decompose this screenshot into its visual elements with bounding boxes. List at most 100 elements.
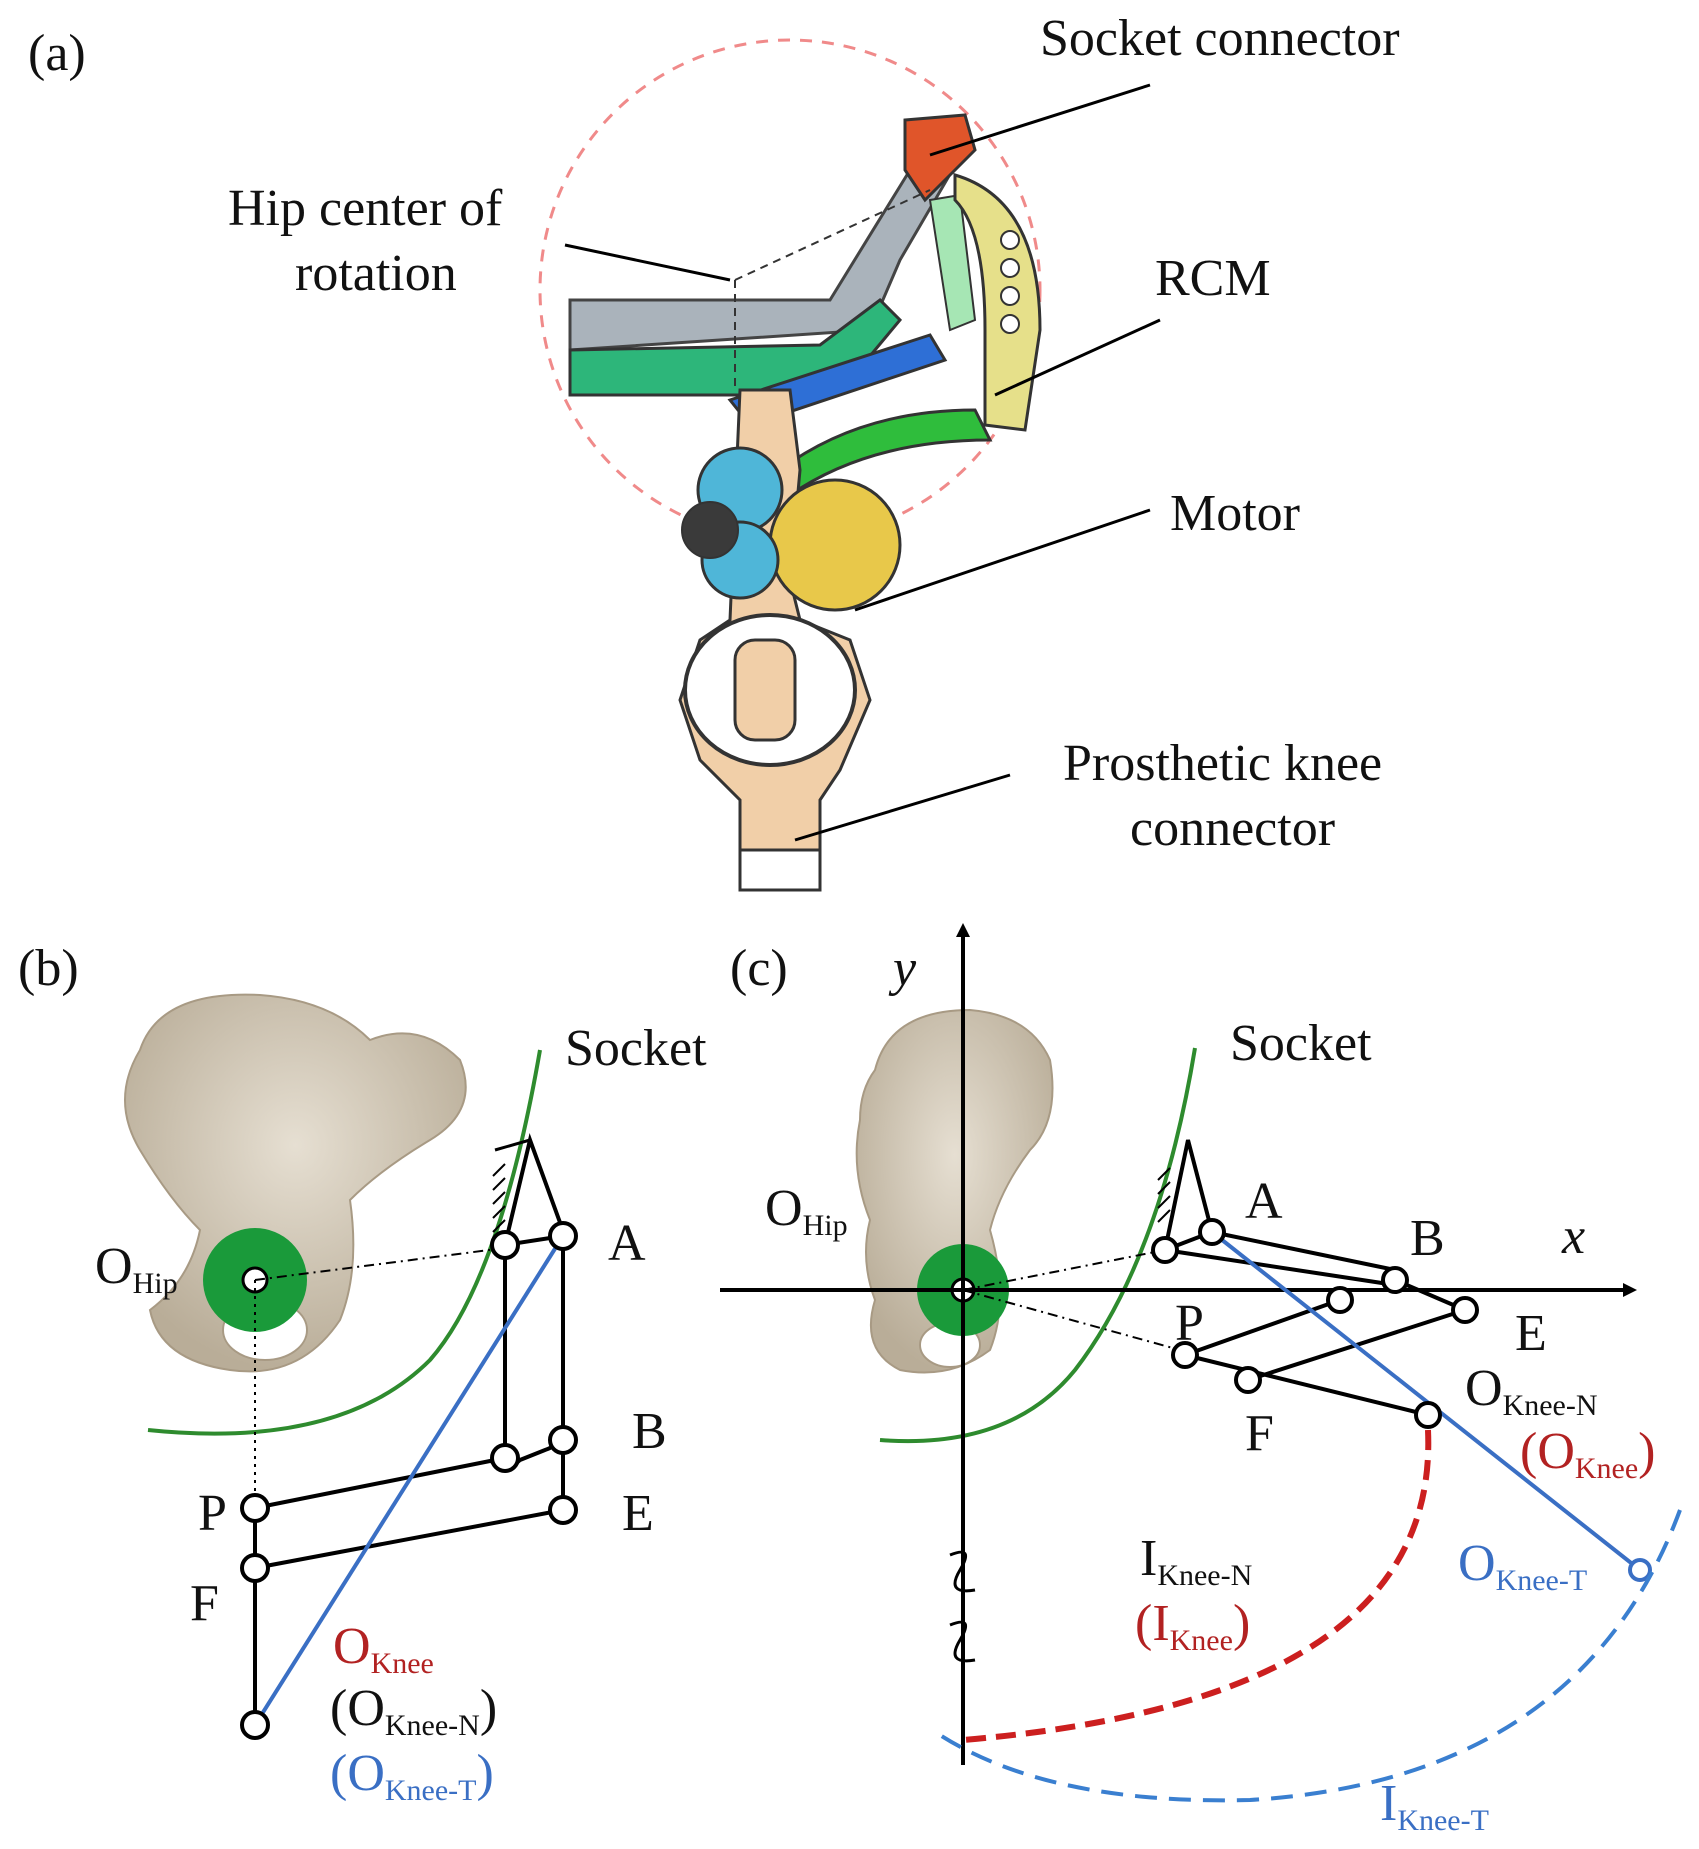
label-f-c: F: [1245, 1405, 1274, 1462]
link-a1-c: [1164, 1248, 1396, 1287]
o-knee-n-close-b: ): [480, 1680, 497, 1737]
yellow-link-hole-4: [1000, 314, 1020, 334]
knee-line-c: [1210, 1230, 1642, 1572]
o-knee-t-main-c: O: [1458, 1535, 1496, 1592]
label-socket-b: Socket: [565, 1020, 707, 1077]
joint-b2-b: [548, 1425, 578, 1455]
hip-to-p-dashdot-c: [962, 1289, 1181, 1351]
label-socket-connector: Socket connector: [1040, 10, 1400, 67]
link-a2-c: [1211, 1230, 1396, 1272]
joint-p-b: [240, 1493, 270, 1523]
joint-a2-c: [1198, 1218, 1226, 1246]
link-pf-c: [1184, 1353, 1429, 1417]
label-knee-connector-line1: Prosthetic knee: [1063, 735, 1382, 792]
o-knee-t-sub-b: Knee-T: [385, 1774, 477, 1807]
yellow-link-hole-1: [1000, 230, 1020, 250]
i-knee-t-main-c: I: [1380, 1775, 1397, 1832]
joint-knee-t-c: [1628, 1558, 1652, 1582]
normal-knee-trajectory: [962, 1429, 1432, 1743]
i-knee-t-sub-c: Knee-T: [1397, 1804, 1489, 1837]
label-o-knee-n-b: (OKnee-N): [330, 1680, 497, 1742]
linkage-b: [240, 1221, 578, 1740]
label-a-b: A: [608, 1215, 646, 1272]
label-rcm: RCM: [1155, 250, 1271, 307]
joint-p-c: [1171, 1341, 1199, 1369]
label-o-knee-t-c: OKnee-T: [1458, 1535, 1587, 1597]
label-knee-connector-line2: connector: [1130, 800, 1335, 857]
i-knee-paren-sub-c: Knee: [1170, 1624, 1233, 1657]
label-e-c: E: [1515, 1305, 1547, 1362]
x-axis-label: x: [1561, 1208, 1585, 1265]
label-o-hip-b: OHip: [95, 1238, 178, 1300]
i-knee-paren-close-c: ): [1233, 1595, 1250, 1652]
leader-motor: [854, 508, 1151, 612]
hip-device-illustration: [568, 113, 1042, 892]
joint-f-b: [240, 1553, 270, 1583]
label-o-hip-c: OHip: [765, 1180, 848, 1242]
knee-connector-tip: [738, 848, 822, 892]
label-o-knee-t-b: (OKnee-T): [330, 1745, 494, 1807]
panel-a: (a): [28, 10, 1400, 892]
o-knee-n-sub-c: Knee-N: [1503, 1389, 1598, 1422]
yellow-link-hole-2: [1000, 258, 1020, 278]
label-b-b: B: [632, 1403, 667, 1460]
joint-f-c: [1234, 1366, 1262, 1394]
leader-socket-connector: [929, 83, 1151, 157]
o-hip-sub-b: Hip: [133, 1267, 178, 1300]
leader-knee-connector: [794, 773, 1011, 842]
label-motor: Motor: [1170, 485, 1300, 542]
o-knee-paren-close-c: ): [1638, 1423, 1655, 1480]
joint-a1-b: [490, 1230, 520, 1260]
label-hip-center-line1: Hip center of: [228, 180, 503, 237]
ground-line-b: [494, 1138, 531, 1152]
label-e-b: E: [622, 1485, 654, 1542]
hip-to-a-dashdot-b: [254, 1247, 506, 1281]
link-bp-c: [1184, 1298, 1341, 1357]
o-knee-main-b: O: [333, 1618, 371, 1675]
label-o-knee-paren-c: (OKnee): [1520, 1423, 1656, 1485]
socket-triangle-b: [503, 1133, 564, 1246]
shank-break-symbol: [949, 1550, 976, 1663]
label-i-knee-paren-c: (IKnee): [1135, 1595, 1250, 1657]
label-a-c: A: [1245, 1173, 1283, 1230]
knee-hub-slot: [733, 638, 797, 742]
hip-center-dash-1: [734, 189, 931, 281]
label-o-knee-b: OKnee: [333, 1618, 434, 1680]
label-f-b: F: [190, 1575, 219, 1632]
o-hip-main-c: O: [765, 1180, 803, 1237]
joint-b1-b: [490, 1443, 520, 1473]
pelvis-bone-c: [855, 1008, 1054, 1374]
label-b-c: B: [1410, 1210, 1445, 1267]
panel-b: (b): [18, 940, 707, 1807]
knee-line-b: [253, 1234, 565, 1727]
o-knee-paren-open-c: (O: [1520, 1423, 1575, 1480]
rcm-workspace-circle: [538, 38, 1042, 542]
label-o-knee-n-c: OKnee-N: [1465, 1360, 1598, 1422]
o-knee-t-close-b: ): [477, 1745, 494, 1802]
o-knee-n-main-c: O: [1465, 1360, 1503, 1417]
y-axis-label: y: [888, 940, 917, 997]
linkage-c: [1151, 1218, 1652, 1582]
panel-c: (c) y x: [720, 923, 1682, 1837]
ground-hatch-c: [1157, 1167, 1171, 1223]
label-p-c: P: [1175, 1295, 1204, 1352]
o-knee-paren-sub-c: Knee: [1575, 1452, 1638, 1485]
gear-hub: [681, 501, 739, 559]
joint-b2-c: [1381, 1266, 1409, 1294]
socket-triangle-c: [1163, 1139, 1214, 1251]
panel-c-tag: (c): [730, 940, 788, 997]
panel-a-tag: (a): [28, 25, 86, 82]
joint-b1-c: [1326, 1286, 1354, 1314]
joint-e-c: [1451, 1296, 1479, 1324]
link-ef-b: [254, 1508, 564, 1570]
label-i-knee-t-c: IKnee-T: [1380, 1775, 1489, 1837]
i-knee-paren-open-c: (I: [1135, 1595, 1170, 1652]
socket-connector-part: [903, 113, 977, 203]
leader-rcm: [994, 318, 1161, 397]
i-knee-n-sub-c: Knee-N: [1157, 1559, 1252, 1592]
joint-knee-n-c: [1414, 1401, 1442, 1429]
o-knee-n-open-b: (O: [330, 1680, 385, 1737]
leader-hip-center: [564, 243, 731, 282]
